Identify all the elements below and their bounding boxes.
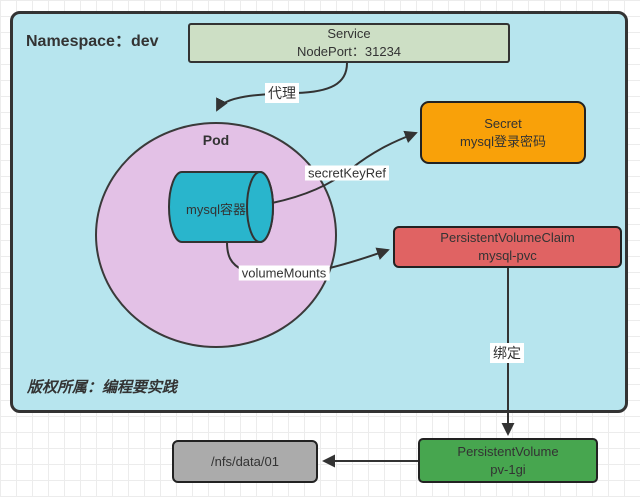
nfs-path-node: /nfs/data/01 bbox=[172, 440, 318, 483]
service-nodeport: NodePort：31234 bbox=[296, 44, 402, 59]
service-title: Service bbox=[327, 26, 371, 42]
pod-circle bbox=[95, 122, 337, 348]
namespace-title: Namespace：dev bbox=[26, 33, 159, 50]
pvc-node: PersistentVolumeClaim mysql-pvc bbox=[393, 226, 622, 268]
secret-subtitle: mysql登录密码 bbox=[460, 133, 546, 149]
nfs-path-label: /nfs/data/01 bbox=[211, 453, 279, 469]
secret-title: Secret bbox=[484, 115, 522, 131]
bind-edge-label: 绑定 bbox=[490, 343, 524, 363]
pvc-name: mysql-pvc bbox=[478, 248, 537, 263]
pod-label: Pod bbox=[202, 132, 230, 148]
secret-key-ref-edge-label: secretKeyRef bbox=[304, 165, 390, 181]
pvc-title: PersistentVolumeClaim bbox=[440, 230, 575, 246]
volume-mounts-edge-label: volumeMounts bbox=[238, 265, 330, 281]
pv-title: PersistentVolume bbox=[457, 443, 559, 459]
pv-name: pv-1gi bbox=[490, 461, 526, 477]
mysql-container-label: mysql容器 bbox=[186, 202, 246, 217]
secret-node: Secret mysql登录密码 bbox=[420, 101, 586, 164]
pv-node: PersistentVolume pv-1gi bbox=[418, 438, 598, 483]
service-node: Service NodePort：31234 bbox=[188, 23, 510, 63]
proxy-edge-label: 代理 bbox=[265, 83, 299, 103]
copyright-text: 版权所属：编程要实践 bbox=[27, 379, 178, 396]
